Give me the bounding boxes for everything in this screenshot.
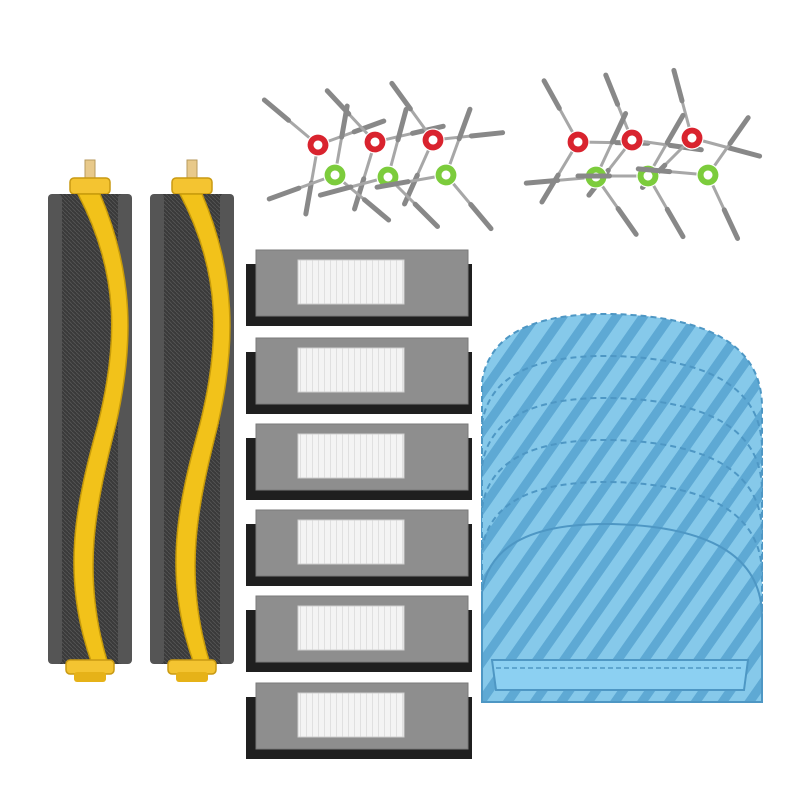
brush-bristles [603, 72, 621, 107]
roller-foot [176, 672, 208, 682]
side-brush-green [635, 115, 751, 241]
brush-bristles [671, 67, 685, 104]
brush-bristles [303, 180, 314, 217]
mop-pad [481, 522, 763, 703]
brush-hub-center [313, 140, 323, 150]
brush-bristles [615, 206, 639, 237]
filter-media [297, 605, 405, 651]
side-brush-green [374, 106, 494, 232]
brush-bristles [261, 97, 292, 123]
side-brush-green [266, 103, 392, 223]
filter-media [297, 259, 405, 305]
brush-bristles [664, 206, 686, 240]
brush-hub-center [703, 170, 713, 180]
hepa-filter [246, 423, 472, 500]
brush-bristles [468, 201, 494, 232]
brush-bristles [456, 106, 473, 142]
brush-hub-center [687, 133, 697, 143]
main-roller-brush [150, 159, 234, 682]
main-roller-brushes [48, 159, 234, 682]
brush-bristles [727, 115, 751, 146]
brush-bristles [664, 112, 686, 146]
brush-bristles [635, 166, 673, 175]
mop-pad-body [481, 522, 763, 703]
brush-bristles [339, 103, 350, 140]
brush-bristles [389, 80, 413, 112]
mop-pad-stack [481, 312, 763, 703]
main-roller-brush [48, 159, 132, 682]
roller-end-cap [69, 177, 111, 195]
brush-bristles [395, 106, 409, 143]
brush-bristles [726, 145, 763, 159]
hepa-filter-stack [246, 249, 472, 759]
brush-bristles [523, 177, 561, 186]
brush-hub-center [573, 137, 583, 147]
roller-end-cap [171, 177, 213, 195]
roller-flap [48, 194, 62, 664]
brush-bristles [374, 179, 411, 190]
filter-media [297, 347, 405, 393]
filter-media [297, 519, 405, 565]
brush-hub-center [428, 135, 438, 145]
brush-hub-center [441, 170, 451, 180]
hepa-filter [246, 682, 472, 759]
filter-media [297, 692, 405, 738]
brush-bristles [317, 184, 354, 198]
brush-hub-center [643, 171, 653, 181]
brush-bristles [721, 207, 741, 241]
hepa-filter [246, 337, 472, 414]
side-brush-group [261, 67, 763, 241]
side-brush-red [261, 97, 387, 217]
hepa-filter [246, 249, 472, 326]
roller-end-cap [167, 659, 217, 675]
hepa-filter [246, 595, 472, 672]
hepa-filter [246, 509, 472, 586]
brush-bristles [575, 173, 613, 179]
roller-flap [150, 194, 164, 664]
brush-hub-center [627, 135, 637, 145]
brush-hub-center [330, 170, 340, 180]
brush-bristles [609, 111, 629, 145]
mop-pad-flap [490, 659, 750, 691]
brush-hub-center [370, 137, 380, 147]
brush-bristles [361, 197, 392, 223]
brush-hub-center [383, 172, 393, 182]
brush-bristles [468, 130, 506, 139]
roller-foot [74, 672, 106, 682]
brush-bristles [351, 118, 387, 135]
filter-media [297, 433, 405, 479]
brush-bristles [541, 78, 562, 111]
roller-end-cap [65, 659, 115, 675]
brush-bristles [412, 201, 440, 229]
brush-bristles [266, 185, 302, 202]
